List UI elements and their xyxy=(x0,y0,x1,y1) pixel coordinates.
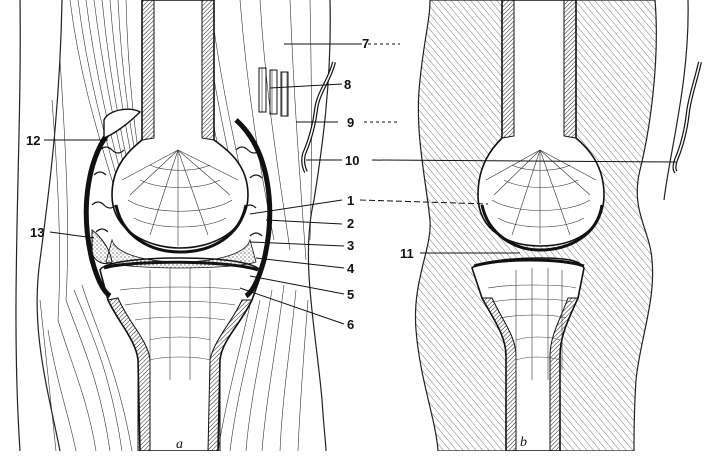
callout-7: 7 xyxy=(362,36,369,51)
callout-4: 4 xyxy=(347,261,355,276)
panel-a-label: a xyxy=(176,437,183,451)
callout-8: 8 xyxy=(344,77,351,92)
callout-2: 2 xyxy=(347,216,354,231)
callout-9: 9 xyxy=(347,115,354,130)
nerve-bundle xyxy=(259,68,288,116)
callout-13: 13 xyxy=(30,225,44,240)
panel-b-normal-joint xyxy=(415,0,700,451)
callout-12: 12 xyxy=(26,133,40,148)
callout-11: 11 xyxy=(400,246,414,261)
callout-3: 3 xyxy=(347,238,354,253)
callout-5: 5 xyxy=(347,287,354,302)
tibia-a xyxy=(100,258,262,451)
panel-a-diseased-joint xyxy=(16,0,334,451)
vessel-a xyxy=(303,62,334,172)
callout-6: 6 xyxy=(347,317,354,332)
callout-10: 10 xyxy=(345,153,359,168)
callout-1: 1 xyxy=(347,193,354,208)
femur-a xyxy=(112,0,248,252)
panel-b-label: b xyxy=(520,435,527,450)
meniscus-a xyxy=(92,230,112,264)
